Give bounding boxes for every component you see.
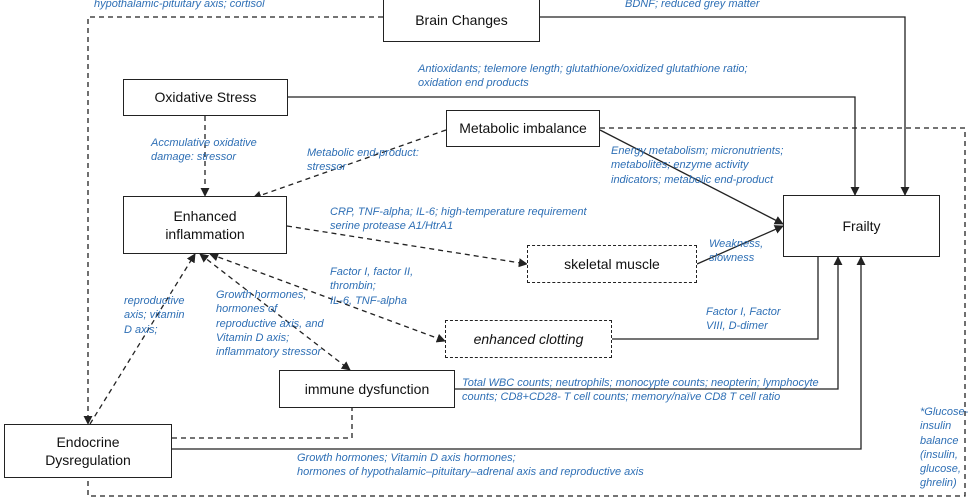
brain-changes-node: Brain Changes <box>383 0 540 42</box>
annotation-energy-metabolism: Energy metabolism; micronutrients; metab… <box>611 145 784 186</box>
oxidative-to-frailty-arrow <box>288 96 860 196</box>
skeletal-muscle-node: skeletal muscle <box>527 245 697 283</box>
endocrine-to-inflammation-arrow <box>89 253 196 425</box>
annotation-accumulative-oxidative: Accmulative oxidative damage: stressor <box>151 137 257 164</box>
endocrine-to-immune-link <box>172 408 353 439</box>
annotation-factor-thrombin: Factor I, factor II, thrombin; IL-6, TNF… <box>330 266 414 307</box>
endocrine-to-frailty-arrow <box>172 256 866 450</box>
metabolic-imbalance-node: Metabolic imbalance <box>446 110 600 147</box>
oxidative-stress-node: Oxidative Stress <box>123 79 288 116</box>
annotation-growth-hormones-hpa: Growth hormones; Vitamin D axis hormones… <box>297 452 644 479</box>
enhanced-clotting-node: enhanced clotting <box>445 320 612 358</box>
annotation-antioxidants: Antioxidants; telemore length; glutathio… <box>418 63 748 90</box>
annotation-crp: CRP, TNF-alpha; IL-6; high-temperature r… <box>330 206 587 233</box>
annotation-wbc-counts: Total WBC counts; neutrophils; monocypte… <box>462 377 819 404</box>
annotation-growth-hormones-stressor: Growth hormones, hormones of reproductiv… <box>216 289 324 359</box>
immune-to-frailty-arrow <box>455 256 843 390</box>
inflammation-to-immune-arrow <box>199 253 351 371</box>
muscle-to-frailty-arrow <box>696 225 784 265</box>
annotation-weakness: Weakness, slowness <box>709 238 764 265</box>
endocrine-dysregulation-node: Endocrine Dysregulation <box>4 424 172 478</box>
clotting-to-frailty-line <box>612 254 819 340</box>
enhanced-inflammation-node: Enhanced inflammation <box>123 196 287 254</box>
annotation-metabolic-end-product: Metabolic end-product: stressor <box>307 147 419 174</box>
metabolic-to-frailty-arrow <box>599 129 784 225</box>
metabolic-to-inflammation-arrow <box>252 129 447 200</box>
annotation-hpa-cortisol: hypothalamic-pituitary axis; cortisol <box>94 0 265 10</box>
metabolic-glucose-loop <box>87 127 966 497</box>
immune-dysfunction-node: immune dysfunction <box>279 370 455 408</box>
annotation-factor-viii: Factor I, Factor VIII, D-dimer <box>706 306 781 333</box>
inflammation-to-clotting-arrow <box>209 252 446 343</box>
annotation-glucose-insulin: *Glucose- insulin balance (insulin, gluc… <box>920 406 969 490</box>
annotation-bdnf: BDNF; reduced grey matter <box>625 0 760 10</box>
brain-to-frailty-arrow <box>540 16 910 196</box>
frailty-node: Frailty <box>783 195 940 257</box>
annotation-reproductive-axis: reproductive axis; vitamin D axis; <box>124 295 185 336</box>
inflammation-to-muscle-arrow <box>286 225 528 268</box>
